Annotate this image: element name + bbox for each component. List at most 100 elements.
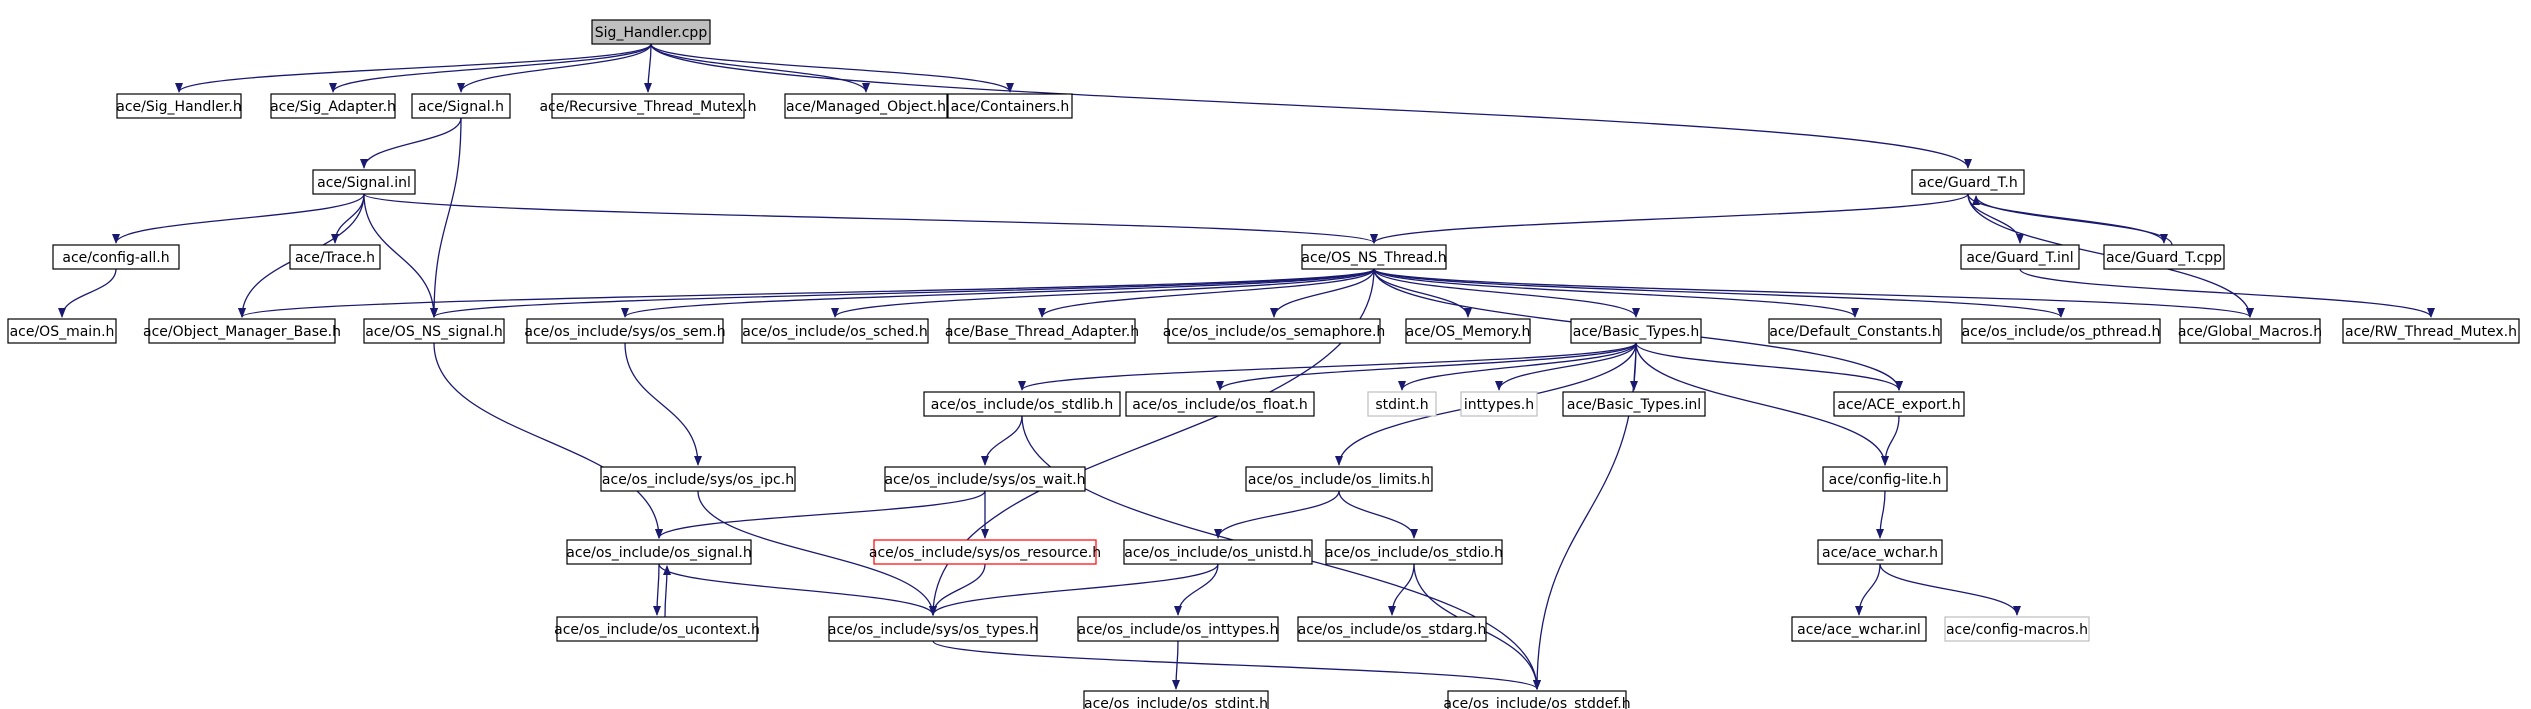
node-sig_handler_h[interactable]: ace/Sig_Handler.h xyxy=(116,93,242,119)
node-label: ace/OS_Memory.h xyxy=(1406,324,1531,340)
edge-os_resource_h-to-os_types_h xyxy=(929,563,986,616)
edge-sig_handler_cpp-to-sig_adapter_h xyxy=(329,43,652,93)
edge-signal_inl-to-os_ns_thread_h xyxy=(363,193,1378,244)
node-sig_handler_cpp[interactable]: Sig_Handler.cpp xyxy=(591,19,711,45)
node-os_semaphore_h[interactable]: ace/os_include/os_semaphore.h xyxy=(1163,318,1386,344)
node-box xyxy=(1167,318,1381,344)
node-trace_h[interactable]: ace/Trace.h xyxy=(289,244,381,270)
node-box xyxy=(828,616,1038,642)
node-config_all_h[interactable]: ace/config-all.h xyxy=(52,244,180,270)
node-ace_wchar_h[interactable]: ace/ace_wchar.h xyxy=(1817,539,1943,565)
node-os_ucontext_h[interactable]: ace/os_include/os_ucontext.h xyxy=(554,616,760,642)
node-box xyxy=(1405,318,1531,344)
node-os_stdarg_h[interactable]: ace/os_include/os_stdarg.h xyxy=(1297,616,1487,642)
node-box xyxy=(1123,539,1313,565)
node-base_thread_adapter_h[interactable]: ace/Base_Thread_Adapter.h xyxy=(945,318,1139,344)
edge-config_lite_h-to-ace_wchar_h xyxy=(1876,490,1886,539)
node-signal_inl[interactable]: ace/Signal.inl xyxy=(312,169,416,195)
node-ace_export_h[interactable]: ace/ACE_export.h xyxy=(1833,391,1965,417)
node-sig_adapter_h[interactable]: ace/Sig_Adapter.h xyxy=(270,93,396,119)
edge-os_ns_signal_h-to-os_signal_h xyxy=(433,342,663,539)
node-os_memory_h[interactable]: ace/OS_Memory.h xyxy=(1405,318,1531,344)
node-os_ns_thread_h[interactable]: ace/OS_NS_Thread.h xyxy=(1301,244,1447,270)
edge-os_ns_thread_h-to-os_pthread_h xyxy=(1373,268,2065,318)
node-label: ace/os_include/os_float.h xyxy=(1132,397,1308,413)
edge-ace_export_h-to-config_lite_h xyxy=(1881,415,1900,466)
node-os_ns_signal_h[interactable]: ace/OS_NS_signal.h xyxy=(363,318,505,344)
edge-basic_types_h-to-os_stdlib_h xyxy=(1018,342,1637,391)
node-os_sem_h[interactable]: ace/os_include/sys/os_sem.h xyxy=(524,318,726,344)
node-guard_t_inl[interactable]: ace/Guard_T.inl xyxy=(1960,244,2080,270)
node-os_pthread_h[interactable]: ace/os_include/os_pthread.h xyxy=(1961,318,2161,344)
edge-os_ns_thread_h-to-object_manager_base_h xyxy=(238,268,1375,318)
node-box xyxy=(1961,318,2161,344)
node-os_types_h[interactable]: ace/os_include/sys/os_types.h xyxy=(828,616,1038,642)
node-box xyxy=(741,318,929,344)
node-box xyxy=(1791,616,1927,642)
edge-signal_h-to-signal_inl xyxy=(360,117,462,169)
node-object_manager_base_h[interactable]: ace/Object_Manager_Base.h xyxy=(143,318,341,344)
node-label: ace/Signal.h xyxy=(418,99,504,115)
edge-os_limits_h-to-os_unistd_h xyxy=(1214,490,1340,539)
node-default_constants_h[interactable]: ace/Default_Constants.h xyxy=(1768,318,1942,344)
edge-os_ns_thread_h-to-basic_types_h xyxy=(1373,268,1640,318)
node-basic_types_h[interactable]: ace/Basic_Types.h xyxy=(1570,318,1702,344)
node-global_macros_h[interactable]: ace/Global_Macros.h xyxy=(2178,318,2322,344)
node-basic_types_inl[interactable]: ace/Basic_Types.inl xyxy=(1562,391,1706,417)
node-label: ace/Default_Constants.h xyxy=(1769,324,1940,340)
node-ace_wchar_inl[interactable]: ace/ace_wchar.inl xyxy=(1791,616,1927,642)
node-os_stddef_h[interactable]: ace/os_include/os_stddef.h xyxy=(1443,690,1631,709)
node-label: ace/Containers.h xyxy=(951,99,1070,115)
node-os_inttypes_h[interactable]: ace/os_include/os_inttypes.h xyxy=(1077,616,1279,642)
node-os_ipc_h[interactable]: ace/os_include/sys/os_ipc.h xyxy=(600,466,796,492)
edge-os_limits_h-to-os_stdio_h xyxy=(1338,490,1418,539)
node-os_stdint_h[interactable]: ace/os_include/os_stdint.h xyxy=(1083,690,1269,709)
node-label: ace/Guard_T.inl xyxy=(1966,250,2073,266)
node-os_limits_h[interactable]: ace/os_include/os_limits.h xyxy=(1245,466,1433,492)
node-box xyxy=(7,318,117,344)
edge-ace_wchar_h-to-config_macros_h xyxy=(1879,563,2021,616)
edge-signal_inl-to-trace_h xyxy=(331,193,365,244)
node-guard_t_cpp[interactable]: ace/Guard_T.cpp xyxy=(2103,244,2225,270)
node-box xyxy=(1960,244,2080,270)
node-os_main_h[interactable]: ace/OS_main.h xyxy=(7,318,117,344)
node-rtm_h[interactable]: ace/Recursive_Thread_Mutex.h xyxy=(539,93,757,119)
node-os_sched_h[interactable]: ace/os_include/os_sched.h xyxy=(741,318,929,344)
node-label: ace/os_include/os_stdio.h xyxy=(1325,545,1503,561)
node-rw_thread_mutex_h[interactable]: ace/RW_Thread_Mutex.h xyxy=(2342,318,2520,344)
node-box xyxy=(566,539,752,565)
node-managed_object_h[interactable]: ace/Managed_Object.h xyxy=(784,93,948,119)
node-signal_h[interactable]: ace/Signal.h xyxy=(411,93,511,119)
node-label: ace/os_include/os_pthread.h xyxy=(1962,324,2161,340)
node-label: ace/OS_NS_signal.h xyxy=(365,324,503,340)
node-label: ace/Global_Macros.h xyxy=(2178,324,2322,340)
edge-os_unistd_h-to-os_inttypes_h xyxy=(1174,563,1219,616)
node-guard_t_h[interactable]: ace/Guard_T.h xyxy=(1911,169,2025,195)
node-box xyxy=(148,318,336,344)
edge-os_signal_h-to-os_ucontext_h xyxy=(653,563,662,616)
node-label: ace/config-macros.h xyxy=(1946,622,2088,638)
node-config_lite_h[interactable]: ace/config-lite.h xyxy=(1822,466,1948,492)
node-os_stdio_h[interactable]: ace/os_include/os_stdio.h xyxy=(1325,539,1503,565)
node-label: ace/os_include/sys/os_ipc.h xyxy=(602,472,794,488)
node-box xyxy=(591,19,711,45)
node-os_wait_h[interactable]: ace/os_include/sys/os_wait.h xyxy=(884,466,1086,492)
edge-signal_inl-to-os_ns_signal_h xyxy=(363,193,438,318)
edge-basic_types_h-to-ace_export_h xyxy=(1635,342,1903,391)
edge-guard_t_cpp-to-guard_t_h xyxy=(1972,195,2173,246)
node-label: ace/os_include/os_stddef.h xyxy=(1443,696,1630,709)
node-containers_h[interactable]: ace/Containers.h xyxy=(947,93,1073,119)
node-config_macros_h: ace/config-macros.h xyxy=(1944,616,2090,642)
node-box xyxy=(1297,616,1487,642)
node-label: ace/os_include/os_ucontext.h xyxy=(554,622,760,638)
node-os_float_h[interactable]: ace/os_include/os_float.h xyxy=(1125,391,1315,417)
node-os_unistd_h[interactable]: ace/os_include/os_unistd.h xyxy=(1123,539,1313,565)
node-os_signal_h[interactable]: ace/os_include/os_signal.h xyxy=(566,539,752,565)
node-os_stdlib_h[interactable]: ace/os_include/os_stdlib.h xyxy=(923,391,1121,417)
node-box xyxy=(1570,318,1702,344)
node-label: ace/os_include/sys/os_resource.h xyxy=(869,545,1101,561)
node-box xyxy=(551,93,745,119)
node-box xyxy=(1245,466,1433,492)
node-box xyxy=(1911,169,2025,195)
node-label: ace/os_include/os_stdint.h xyxy=(1084,696,1268,709)
